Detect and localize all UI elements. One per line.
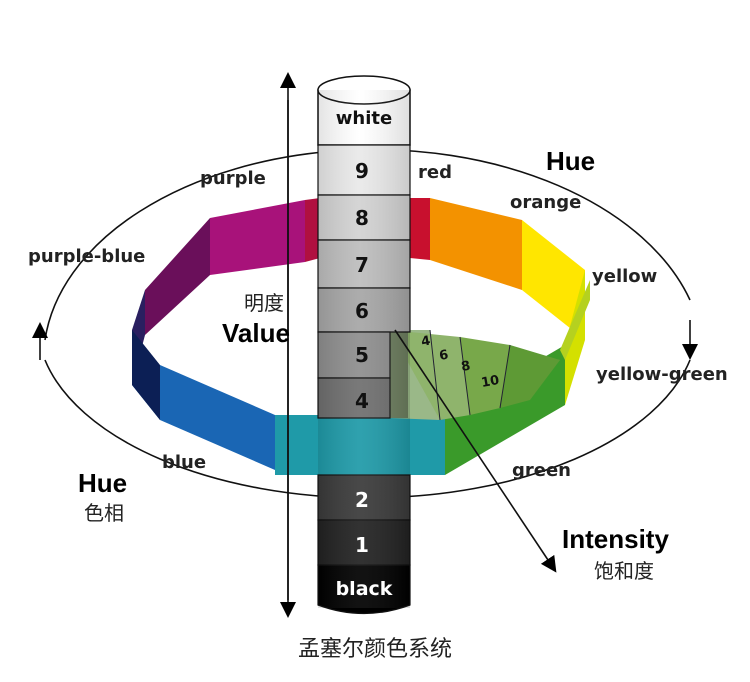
hue-label-purple-blue: purple-blue bbox=[28, 246, 145, 267]
value-step-5: 5 bbox=[355, 343, 369, 367]
value-black: black bbox=[336, 578, 393, 600]
value-title: Value bbox=[222, 318, 290, 348]
intensity-step-10: 10 bbox=[480, 373, 500, 391]
hue-label-red: red bbox=[418, 162, 452, 183]
intensity-step-4: 4 bbox=[420, 334, 432, 350]
intensity-title: Intensity bbox=[562, 524, 669, 554]
caption: 孟塞尔颜色系统 bbox=[298, 637, 452, 662]
hue-label-orange: orange bbox=[510, 192, 581, 213]
hue-label-purple: purple bbox=[200, 168, 266, 189]
value-step-1: 1 bbox=[355, 533, 369, 557]
value-title-cn: 明度 bbox=[244, 291, 284, 315]
hue-title-top: Hue bbox=[546, 146, 595, 176]
hue-label-yellow-green: yellow-green bbox=[596, 364, 728, 385]
intensity-step-6: 6 bbox=[438, 348, 450, 364]
value-step-4: 4 bbox=[355, 389, 369, 413]
value-cylinder bbox=[317, 75, 411, 615]
value-step-2: 2 bbox=[355, 488, 369, 512]
intensity-title-cn: 饱和度 bbox=[594, 559, 654, 583]
hue-ring-back bbox=[145, 198, 585, 340]
hue-title-left: Hue bbox=[78, 468, 127, 498]
value-step-8: 8 bbox=[355, 206, 369, 230]
hue-label-yellow: yellow bbox=[592, 266, 657, 287]
value-step-9: 9 bbox=[355, 159, 369, 183]
hue-label-green: green bbox=[512, 460, 571, 481]
hue-label-blue: blue bbox=[162, 452, 206, 473]
intensity-axis bbox=[394, 329, 557, 573]
value-step-6: 6 bbox=[355, 299, 369, 323]
hue-title-left-cn: 色相 bbox=[84, 501, 124, 525]
intensity-step-8: 8 bbox=[460, 359, 472, 375]
value-step-7: 7 bbox=[355, 253, 369, 277]
value-white: white bbox=[336, 108, 392, 129]
